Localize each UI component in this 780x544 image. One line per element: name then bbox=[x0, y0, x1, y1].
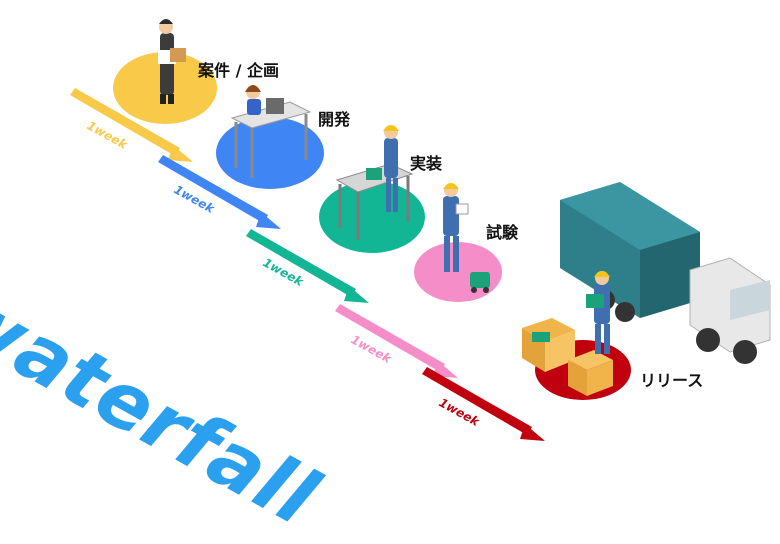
stage-disk-implementation bbox=[319, 181, 425, 253]
stage-label-planning: 案件 / 企画 bbox=[198, 61, 279, 80]
arrow-1 bbox=[70, 88, 193, 162]
tester-figure-icon bbox=[443, 183, 490, 293]
developer-desk-icon bbox=[230, 85, 312, 178]
arrow-5 bbox=[422, 367, 545, 441]
arrow-4 bbox=[335, 304, 458, 378]
arrow-2 bbox=[158, 155, 281, 229]
stage-label-implementation: 実装 bbox=[410, 154, 443, 173]
stage-label-release: リリース bbox=[640, 371, 704, 390]
release-worker-icon bbox=[586, 271, 610, 354]
truck-icon bbox=[560, 182, 771, 364]
implementation-desk-icon bbox=[335, 125, 414, 240]
diagram-canvas: 1week 1week 1week 1week 1week bbox=[70, 19, 771, 441]
planner-figure-icon bbox=[158, 19, 186, 104]
waterfall-diagram: 1week 1week 1week 1week 1week bbox=[0, 19, 771, 544]
release-boxes-icon bbox=[522, 318, 613, 396]
stage-label-development: 開発 bbox=[318, 110, 351, 129]
arrow-3 bbox=[246, 229, 369, 303]
stage-label-testing: 試験 bbox=[486, 223, 519, 242]
stage-disk-development bbox=[216, 117, 324, 189]
